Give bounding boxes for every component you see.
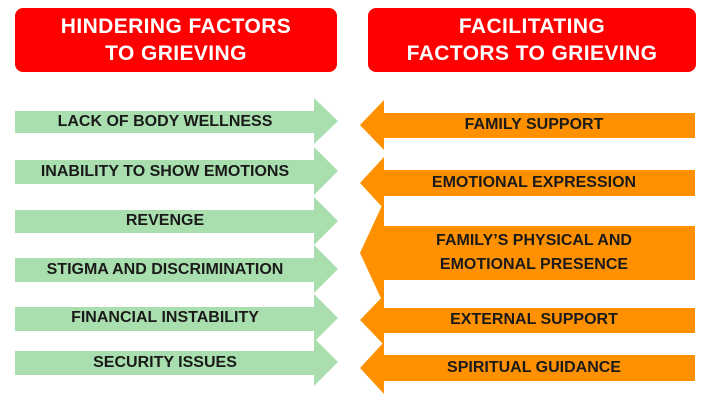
hindering-arrow-1 [15,98,338,144]
hindering-label-6: SECURITY ISSUES [93,354,237,371]
hindering-factors-title: HINDERING FACTORS TO GRIEVING [60,15,292,65]
hindering-label-3: REVENGE [125,212,205,229]
hindering-arrow-4 [15,245,338,293]
hindering-label-1: LACK OF BODY WELLNESS [57,113,273,130]
facilitating-label-2: EMOTIONAL EXPRESSION [431,174,637,191]
hindering-label-4: STIGMA AND DISCRIMINATION [46,261,284,278]
facilitating-arrow-3 [360,201,695,305]
facilitating-factors-header: FACILITATING FACTORS TO GRIEVING [368,8,696,72]
facilitating-label-3: FAMILY’S PHYSICAL AND EMOTIONAL PRESENCE [436,232,632,273]
hindering-label-5: FINANCIAL INSTABILITY [71,309,259,326]
facilitating-label-5: SPIRITUAL GUIDANCE [447,359,621,376]
facilitating-arrow-5 [360,342,695,394]
hindering-arrow-3 [15,197,338,245]
facilitating-label-1: FAMILY SUPPORT [464,116,604,133]
facilitating-label-4: EXTERNAL SUPPORT [450,311,618,328]
hindering-factors-header: HINDERING FACTORS TO GRIEVING [15,8,337,72]
facilitating-factors-title: FACILITATING FACTORS TO GRIEVING [406,15,658,65]
hindering-arrow-6 [15,338,338,386]
facilitating-arrow-2 [360,157,695,209]
facilitating-arrow-4 [360,295,695,345]
facilitating-arrow-1 [360,100,695,150]
hindering-arrow-5 [15,294,338,342]
hindering-label-2: INABILITY TO SHOW EMOTIONS [40,163,290,180]
hindering-arrow-2 [15,147,338,195]
